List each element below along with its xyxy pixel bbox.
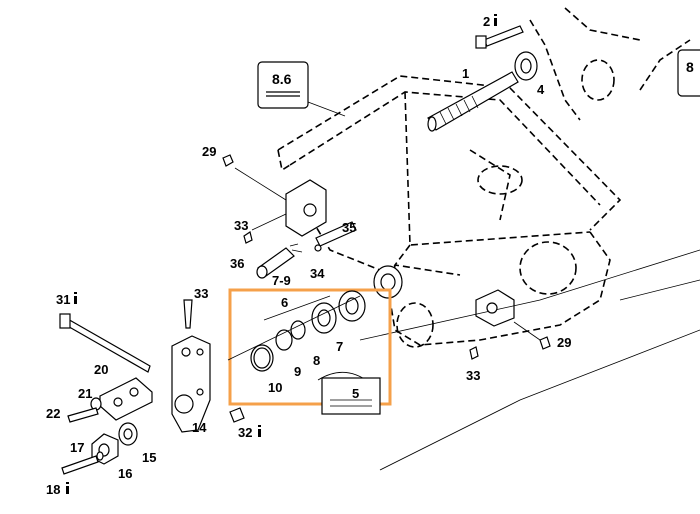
mounting-block <box>234 167 327 237</box>
wire-5 <box>317 372 381 415</box>
callout-9: 9 <box>294 364 301 379</box>
washer-15 <box>118 422 138 446</box>
reference-box-8-6: 8.6 <box>257 61 346 117</box>
callout-17: 17 <box>70 440 84 455</box>
reference-box-8: 8 <box>677 49 700 97</box>
o-ring <box>275 320 306 351</box>
callout-36: 36 <box>230 256 244 271</box>
callout-35: 35 <box>342 220 356 235</box>
grease-fitting-33 <box>183 299 193 329</box>
snap-ring <box>250 344 274 372</box>
bolt-31 <box>59 313 151 373</box>
callout-15: 15 <box>142 450 156 465</box>
callout-22: 22 <box>46 406 60 421</box>
nut-32 <box>229 407 245 423</box>
screw-29-right <box>513 321 551 350</box>
info-marks <box>66 14 497 494</box>
callout-16: 16 <box>118 466 132 481</box>
callout-20: 20 <box>94 362 108 377</box>
callout-21: 21 <box>78 386 92 401</box>
callout-8: 8 <box>313 353 320 368</box>
lever-arm <box>171 335 211 433</box>
leader-6 <box>263 295 331 321</box>
callout-2: 2 <box>483 14 490 29</box>
input-shaft <box>427 71 519 132</box>
callout-4: 4 <box>537 82 545 97</box>
washer-17 <box>96 451 104 461</box>
callout-14: 14 <box>192 420 207 435</box>
grease-tube <box>314 221 357 252</box>
callout-33-right: 33 <box>466 368 480 383</box>
callout-33-lever: 33 <box>194 286 208 301</box>
spray-can <box>256 243 303 279</box>
screw-33-right <box>469 346 479 360</box>
callout-31: 31 <box>56 292 70 307</box>
seal-housing <box>373 265 515 327</box>
callout-29-left: 29 <box>202 144 216 159</box>
bolt-18 <box>61 455 99 475</box>
callout-10: 10 <box>268 380 282 395</box>
callout-6: 6 <box>281 295 288 310</box>
callout-5: 5 <box>352 386 359 401</box>
gearbox-housing <box>277 7 700 471</box>
callout-18: 18 <box>46 482 60 497</box>
callout-34: 34 <box>310 266 325 281</box>
bolt-22 <box>67 407 99 423</box>
callout-1: 1 <box>462 66 469 81</box>
bearing-assembly <box>311 290 366 334</box>
callout-29-right: 29 <box>557 335 571 350</box>
ref-label-8: 8 <box>686 59 694 75</box>
callout-7-9: 7-9 <box>272 273 291 288</box>
callout-33-upper: 33 <box>234 218 248 233</box>
highlight-box <box>228 288 392 406</box>
bearing-ring <box>514 51 538 81</box>
plate-20 <box>99 377 153 421</box>
shaft-axis <box>227 295 361 361</box>
screw-33-upper <box>243 231 253 244</box>
callout-7: 7 <box>336 339 343 354</box>
callout-32: 32 <box>238 425 252 440</box>
bolt-top <box>475 25 524 49</box>
screw-29-left <box>222 154 234 167</box>
ref-label-8-6: 8.6 <box>272 71 292 87</box>
